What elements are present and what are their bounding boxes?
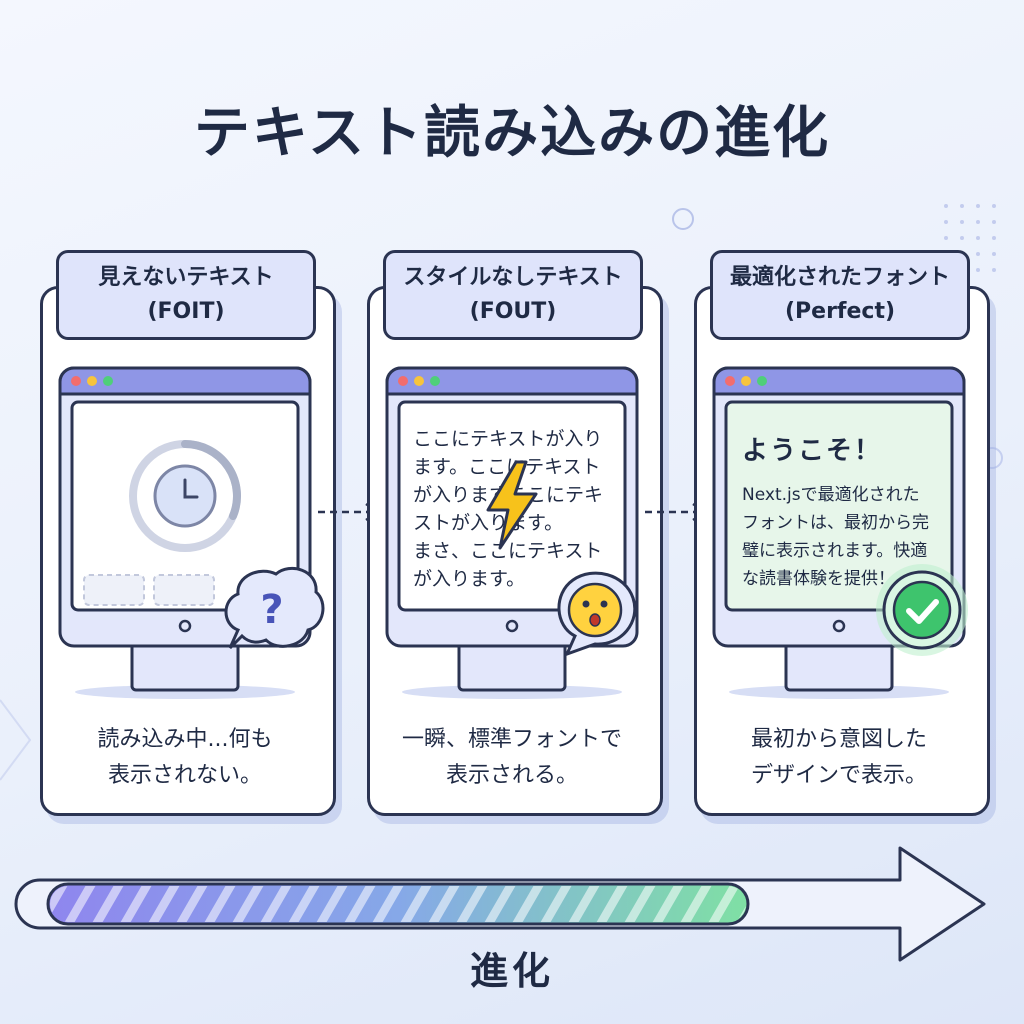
welcome-heading: ようこそ！ bbox=[742, 436, 883, 466]
caption-line: 表示される。 bbox=[445, 763, 578, 788]
stage-tag-title: スタイルなしテキスト bbox=[403, 265, 623, 290]
stage-tag-code: (Perfect) bbox=[784, 299, 896, 324]
monitor-foit bbox=[58, 366, 312, 699]
page-title: テキスト読み込みの進化 bbox=[193, 101, 831, 166]
progress-label: 進化 bbox=[469, 949, 554, 993]
stage-caption-perfect: 最初から意図した デザインで表示。 bbox=[694, 722, 984, 794]
stage-tag-title: 見えないテキスト bbox=[98, 265, 274, 290]
surprised-face-icon bbox=[557, 571, 637, 657]
stage-tag-code: (FOIT) bbox=[147, 299, 225, 324]
stage-tag-title: 最適化されたフォント bbox=[729, 265, 950, 290]
stage-caption-foit: 読み込み中...何も 表示されない。 bbox=[40, 722, 330, 794]
screen-text-fout: ここにテキストが入り ます。ここにテキスト が入りますここにテキ ストが入ります… bbox=[413, 428, 603, 590]
caption-line: 最初から意図した bbox=[750, 727, 927, 752]
stage-tag-code: (FOUT) bbox=[469, 299, 557, 324]
stage-tag-fout: スタイルなしテキスト (FOUT) bbox=[383, 250, 643, 340]
caption-line: デザインで表示。 bbox=[750, 763, 927, 788]
caption-line: 読み込み中...何も bbox=[97, 727, 273, 752]
progress-arrow bbox=[14, 846, 986, 962]
caption-line: 一瞬、標準フォントで bbox=[401, 727, 622, 752]
clock-icon bbox=[129, 440, 241, 552]
caption-line: 表示されない。 bbox=[107, 763, 262, 788]
screen-text-perfect: Next.jsで最適化された フォントは、最初から完 璧に表示されます。快適 な… bbox=[742, 485, 929, 589]
stage-caption-fout: 一瞬、標準フォントで 表示される。 bbox=[367, 722, 657, 794]
checkmark-icon bbox=[876, 564, 968, 656]
stage-tag-foit: 見えないテキスト (FOIT) bbox=[56, 250, 316, 340]
stage-tag-perfect: 最適化されたフォント (Perfect) bbox=[710, 250, 970, 340]
question-bubble-icon: ? bbox=[224, 566, 325, 650]
lightning-icon bbox=[486, 460, 538, 550]
question-mark: ? bbox=[260, 587, 283, 633]
